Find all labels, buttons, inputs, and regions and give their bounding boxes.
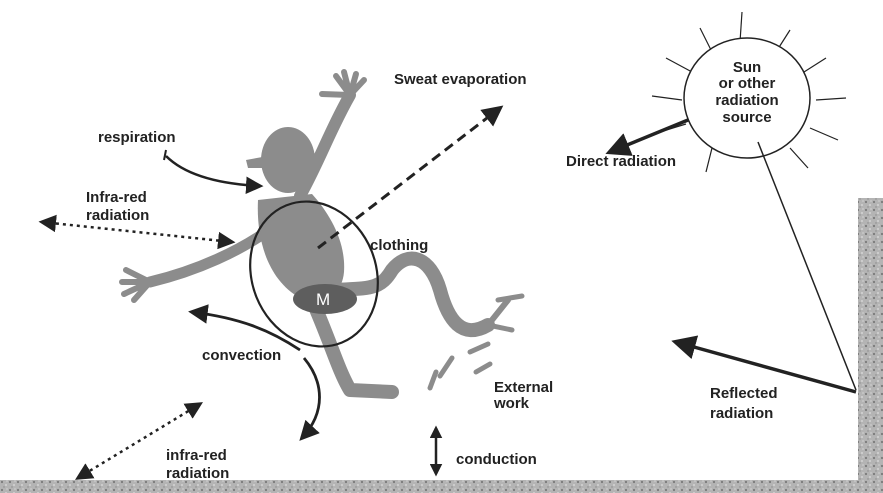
- infrared-bottom-label-1: infra-red: [166, 447, 227, 464]
- respiration-label: respiration: [98, 129, 176, 146]
- respiration-arrow: [166, 156, 260, 186]
- sweat-evaporation-arrow: [318, 108, 500, 248]
- metabolism-label: M: [316, 290, 330, 309]
- sweat-evaporation-label: Sweat evaporation: [394, 71, 527, 88]
- sun-label-line1: Sun: [733, 59, 761, 76]
- wall-surface: [858, 198, 883, 493]
- convection-upper-arrow: [192, 312, 300, 350]
- ground-surface: [0, 480, 883, 493]
- sun-label-line3: radiation: [715, 92, 778, 109]
- direct-radiation-arrow: [610, 120, 688, 152]
- direct-radiation-label: Direct radiation: [566, 153, 676, 170]
- infrared-top-arrow: [42, 222, 232, 242]
- conduction-label: conduction: [456, 451, 537, 468]
- infrared-bottom-label-2: radiation: [166, 465, 229, 482]
- convection-lower-arrow: [302, 358, 320, 438]
- reflected-label-2: radiation: [710, 405, 773, 422]
- respiration-tail: [164, 150, 166, 160]
- sun-label-line2: or other: [719, 75, 776, 92]
- human-figure: [122, 72, 508, 392]
- reflected-label-1: Reflected: [710, 385, 778, 402]
- infrared-top-label-1: Infra-red: [86, 189, 147, 206]
- external-work-label-1: External: [494, 379, 553, 396]
- infrared-top-label-2: radiation: [86, 207, 149, 224]
- clothing-label: clothing: [370, 237, 428, 254]
- sun-to-wall-line: [758, 142, 856, 390]
- external-work-label-2: work: [493, 395, 530, 412]
- convection-label: convection: [202, 347, 281, 364]
- sun-label-line4: source: [722, 109, 771, 126]
